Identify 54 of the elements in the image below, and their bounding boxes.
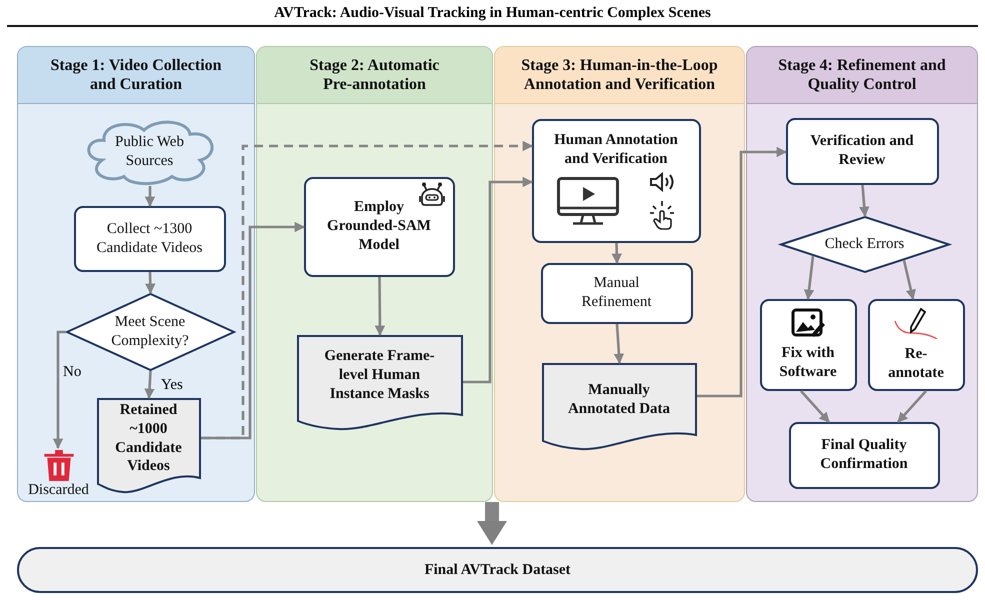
process-box [786,118,938,184]
stage-panel [494,46,745,502]
process-box [868,298,964,390]
node-label: Meet Scene Complexity? [110,312,190,350]
stage-panel [746,46,978,502]
node-label: Re-annotate [887,344,945,382]
node-label: Manual Refinement [580,274,652,312]
node-label: Generate Frame-level Human Instance Masks [323,347,436,404]
node-label: Manually Annotated Data [566,380,672,418]
stage-heading: Stage 4: Refinement and Quality Control [747,47,977,104]
document-shape [96,398,200,496]
node-label: Public Web Sources [114,132,185,170]
arrow [697,146,788,398]
arrow [144,186,156,208]
stage-heading: Stage 3: Human-in-the-Loop Annotation and Verification [495,47,744,104]
document-shape [542,362,696,452]
process-box [760,298,856,390]
node-label: Final Quality Confirmation [819,436,909,474]
arrow [902,260,916,300]
node-label: Collect ~1300 Candidate Videos [96,220,204,258]
node-label: Employ Grounded-SAM Model [326,198,432,255]
arrow [463,176,534,384]
node-label: Check Errors [824,234,906,254]
process-box [788,422,940,488]
node-label: Discarded [27,480,90,500]
stage-panel [17,46,255,502]
process-box [532,118,700,242]
arrow [144,370,155,400]
node-label: Final AVTrack Dataset [423,560,572,580]
arrow [201,140,534,440]
stage-heading: Stage 2: Automatic Pre-annotation [257,47,492,104]
document-shape [296,334,462,432]
node-label: Fix with Software [778,344,838,382]
arrow [145,272,156,294]
arrow [612,242,622,264]
arrow [614,324,624,364]
arrow [374,276,386,336]
process-box [304,176,454,276]
arrow [804,256,814,300]
arrow [52,330,66,450]
process-box [540,262,692,324]
block-arrow [480,502,504,545]
arrow [800,390,830,423]
stage-heading: Stage 1: Video Collection and Curation [18,47,254,104]
stage-panel [256,46,493,502]
decision-diamond [780,216,950,272]
node-label: Retained ~1000 Candidate Videos [114,401,183,476]
terminal-box [17,547,978,593]
arrow [859,184,870,218]
node-label: Verification and Review [809,132,915,170]
process-box [74,206,226,272]
node-label: Human Annotation and Verification [553,130,679,168]
diagram-title: AVTrack: Audio-Visual Tracking in Human-centric Complex Scenes [273,5,712,22]
arrow [897,390,927,423]
